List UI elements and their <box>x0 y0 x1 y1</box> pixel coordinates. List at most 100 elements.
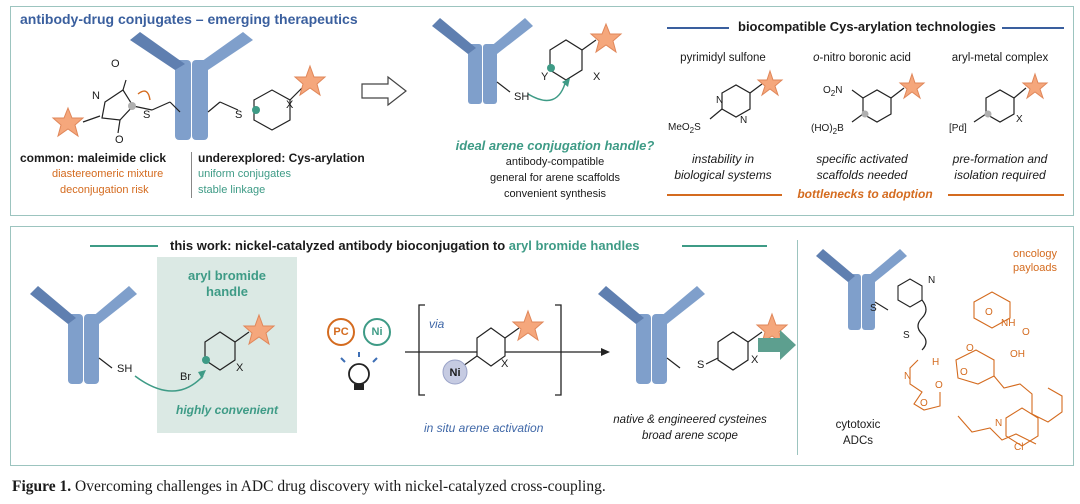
label-s: S <box>235 109 243 121</box>
label-n: N <box>92 90 100 102</box>
reaction-arrow <box>405 304 610 396</box>
bottleneck-rule <box>667 194 782 196</box>
label-nh: NH <box>1001 318 1016 329</box>
label-x: X <box>286 99 294 111</box>
caption-label: Figure 1. <box>12 478 72 495</box>
ideal-line1: antibody-compatible <box>505 156 605 168</box>
label-sh: SH <box>514 91 530 103</box>
tech-col3-name: aryl-metal complex <box>951 52 1049 64</box>
bottleneck-rule <box>948 194 1064 196</box>
top-panel-title: antibody-drug conjugates – emerging ther… <box>20 11 358 27</box>
label-y: Y <box>541 71 549 83</box>
antibody-icon <box>598 286 705 384</box>
payload-label1: oncology <box>1012 248 1058 260</box>
label-o: O <box>115 134 124 146</box>
payload-star-icon <box>755 312 789 345</box>
tech-col1-desc2: biological systems <box>674 168 772 182</box>
payload-star-icon <box>51 106 85 138</box>
label-n: N <box>740 115 748 126</box>
label-s: S <box>697 359 705 371</box>
label-s: S <box>903 330 910 341</box>
payload-star-icon <box>511 309 545 342</box>
label-o: O <box>111 58 120 70</box>
label-s: S <box>143 109 151 121</box>
ideal-line3: convenient synthesis <box>503 188 607 200</box>
adc-label2: ADCs <box>842 435 874 447</box>
tech-col1-name: pyrimidyl sulfone <box>680 52 766 64</box>
hollow-arrow-icon <box>361 75 407 107</box>
tech-col2-name: o-nitro boronic acid <box>813 52 911 64</box>
intermediate-caption: in situ arene activation <box>424 421 544 435</box>
payload-star-icon <box>293 64 327 97</box>
label-oh: OH <box>1010 349 1025 360</box>
aryl-bromide-handle-box <box>157 257 297 433</box>
pc-icon: PC <box>333 326 349 338</box>
label-hob: (HO)2B <box>811 123 844 136</box>
product-scheme <box>598 286 789 384</box>
arylation-line1: uniform conjugates <box>198 168 291 180</box>
payload-star-icon <box>1021 72 1049 100</box>
label-br: Br <box>180 371 191 383</box>
via-label: via <box>429 317 445 331</box>
label-o: O <box>1022 327 1030 338</box>
label-x: X <box>501 358 509 370</box>
adc-label1: cytotoxic <box>835 419 881 431</box>
label-x: X <box>1016 114 1023 125</box>
arylation-line2: stable linkage <box>198 184 266 196</box>
tech-col2-desc2: scaffolds needed <box>816 168 908 182</box>
product-line1: native & engineered cysteines <box>613 414 767 426</box>
antibody-icon <box>816 249 907 330</box>
label-meo2s: MeO2S <box>668 122 701 135</box>
tech-col1-desc1: instability in <box>691 152 755 166</box>
payload-label2: payloads <box>1012 262 1058 274</box>
ideal-line2: general for arene scaffolds <box>489 172 621 184</box>
antibody-icon <box>30 286 137 384</box>
label-sh: SH <box>117 363 133 375</box>
title-rule <box>90 245 158 247</box>
label-x: X <box>593 71 601 83</box>
antibody-handle-scheme <box>30 286 276 392</box>
label-o: O <box>985 307 993 318</box>
tech-title: biocompatible Cys-arylation technologies <box>738 19 996 34</box>
product-line2: broad arene scope <box>642 430 738 442</box>
ideal-handle-scheme <box>432 18 623 104</box>
handle-caption: highly convenient <box>175 403 278 417</box>
ni-icon: Ni <box>371 326 383 338</box>
title-rule <box>667 27 729 29</box>
tech-col3-desc1: pre-formation and <box>952 152 1048 166</box>
label-no2: O2N <box>823 85 843 98</box>
ideal-heading: ideal arene conjugation handle? <box>455 138 655 153</box>
maleimide-line2: deconjugation risk <box>60 184 149 196</box>
figure-caption: Figure 1. Overcoming challenges in ADC d… <box>12 478 606 496</box>
payload-star-icon <box>756 69 784 97</box>
maleimide-heading: common: maleimide click <box>20 151 167 165</box>
label-cl: Cl <box>1014 442 1024 453</box>
teal-arrow-icon <box>758 330 796 360</box>
label-n: N <box>995 418 1003 429</box>
arylation-heading: underexplored: Cys-arylation <box>198 151 365 165</box>
bottleneck-label: bottlenecks to adoption <box>797 187 933 201</box>
label-pd: [Pd] <box>949 123 967 134</box>
payload-star-icon <box>589 22 623 54</box>
payload-star-icon <box>898 72 926 100</box>
label-x: X <box>236 362 244 374</box>
divider <box>191 152 192 198</box>
label-n: N <box>716 95 724 106</box>
label-x: X <box>751 354 759 366</box>
label-o: O <box>920 398 928 409</box>
payload-star-icon <box>242 313 276 346</box>
tech-col2-desc1: specific activated <box>816 152 908 166</box>
label-o: O <box>966 343 974 354</box>
antibody-icon <box>130 32 253 140</box>
ni-complex-icon: Ni <box>449 367 461 379</box>
label-o: O <box>935 380 943 391</box>
maleimide-line1: diastereomeric mixture <box>52 168 164 180</box>
handle-title1: aryl bromide <box>187 268 267 283</box>
lightbulb-icon <box>340 352 378 390</box>
label-n: N <box>904 371 912 382</box>
label-n: N <box>928 275 936 286</box>
adc-maleimide-arylation-scheme <box>51 32 327 140</box>
tech-col3-desc2: isolation required <box>954 168 1046 182</box>
label-s: S <box>870 303 877 314</box>
label-h: H <box>932 357 940 368</box>
